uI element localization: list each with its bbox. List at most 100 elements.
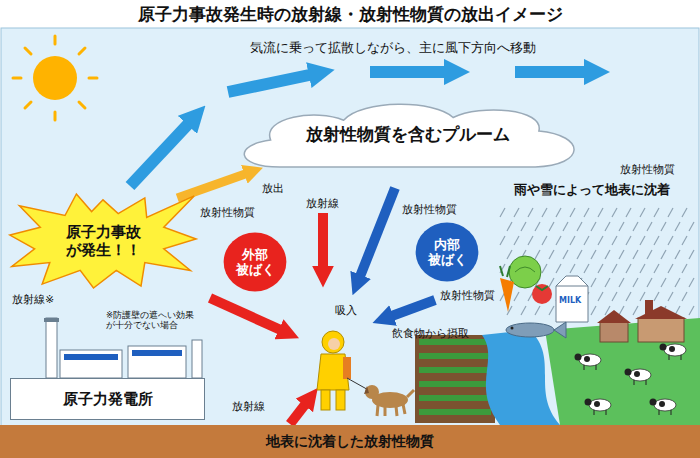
dog <box>364 385 414 416</box>
rain-streak <box>675 250 680 259</box>
radiation-label: 放射線 <box>306 197 339 210</box>
ground-band: 地表に沈着した放射性物質 <box>0 425 700 458</box>
rain-streak <box>577 222 582 231</box>
plume-cloud: 放射性物質を含むプルーム <box>225 95 590 185</box>
rain-streak <box>591 278 596 287</box>
vegetables <box>500 256 552 312</box>
rain-streak <box>654 208 659 217</box>
cow-part <box>659 410 660 415</box>
rain-streak <box>535 222 540 231</box>
fish <box>506 322 566 338</box>
rain-streak <box>647 250 652 259</box>
node-text: 地表に沈着した放射性物質 <box>266 433 434 450</box>
sun-part-part <box>79 48 85 54</box>
rain-streak <box>633 222 638 231</box>
rain-streak <box>661 222 666 231</box>
farm-grass-part <box>635 306 687 319</box>
rain-streak <box>535 306 540 315</box>
rain-streak <box>542 236 547 245</box>
shield-note: ※防護壁の遮へい効果 が十分でない場合 <box>106 310 204 330</box>
cow-part <box>669 346 675 352</box>
rain-streak <box>535 250 540 259</box>
power-plant-buildings-part <box>192 340 202 378</box>
radiation-label: 放射線※ <box>12 293 54 306</box>
cow-part <box>659 401 665 407</box>
circle-shape <box>224 233 287 292</box>
power-plant-box: 原子力発電所 <box>10 378 205 420</box>
cow-part <box>650 399 657 406</box>
rain-streak <box>682 264 687 273</box>
rain-streak <box>675 278 680 287</box>
farmland-part <box>419 339 491 415</box>
node-text: 放射性物質を含むプルーム <box>306 124 510 144</box>
rain-streak <box>605 278 610 287</box>
wind-arrows-part <box>130 121 191 186</box>
milk-label: MILK <box>559 296 581 306</box>
sun <box>13 36 97 120</box>
wind-arrows-part <box>370 66 449 78</box>
cow-part <box>669 355 670 360</box>
node-text: 外部 被ばく <box>228 247 282 277</box>
person-part <box>336 390 345 410</box>
rain-streak <box>689 222 694 231</box>
cow-part <box>594 401 600 407</box>
person-part <box>328 338 340 350</box>
rain-streak <box>605 250 610 259</box>
fish-part <box>506 323 554 337</box>
cow-part <box>579 354 601 366</box>
cow <box>625 369 652 386</box>
external-exposure-circle: 外部 被ばく <box>223 232 287 292</box>
farm-grass-part <box>597 310 631 323</box>
rain-streak <box>689 306 694 315</box>
farm-grass-part <box>545 318 700 425</box>
rain <box>500 208 694 315</box>
rain-streak <box>626 264 631 273</box>
rain-streak <box>598 292 603 301</box>
rain-streak <box>521 306 526 315</box>
rain-streak <box>577 250 582 259</box>
rain-streak <box>549 278 554 287</box>
wind-arrows-part <box>515 66 589 78</box>
fish-part <box>511 327 514 330</box>
rain-streak <box>549 306 554 315</box>
rain-streak <box>598 208 603 217</box>
rain-streak <box>675 222 680 231</box>
farm-grass-part <box>638 318 684 342</box>
rain-streak <box>668 236 673 245</box>
crop-row <box>419 395 491 401</box>
rain-streak <box>619 278 624 287</box>
sun-part-part <box>89 77 97 80</box>
node-text: 原子力事故 が発生！！ <box>48 223 158 259</box>
substance-label: 放射性物質 <box>620 163 675 176</box>
rain-streak <box>612 208 617 217</box>
farm-grass-part <box>600 322 628 342</box>
wind-arrows-part <box>228 74 314 92</box>
power-plant-buildings-part <box>128 346 186 378</box>
person-part <box>321 390 330 410</box>
cow <box>575 354 602 371</box>
rain-streak <box>626 208 631 217</box>
cow <box>660 344 687 361</box>
sun-part <box>13 36 97 120</box>
node-text: 内部 被ばく <box>420 237 474 267</box>
crop-row <box>419 367 491 373</box>
person-part <box>343 357 351 379</box>
rain-streak <box>563 222 568 231</box>
node-text: 原子力発電所 <box>63 390 153 408</box>
vegetables-part <box>536 286 548 290</box>
rain-streak <box>528 236 533 245</box>
dog-part-part <box>403 404 405 414</box>
rain-streak <box>633 278 638 287</box>
release-arrow <box>177 173 248 198</box>
radiation-arrows-part <box>389 300 435 317</box>
rain-streak <box>542 208 547 217</box>
rain-streak <box>500 208 505 217</box>
cow-part <box>664 344 686 356</box>
sun-part-part <box>54 112 57 120</box>
farmland-part <box>415 335 495 423</box>
cow-part <box>671 410 672 415</box>
cow-part <box>594 410 595 415</box>
river <box>482 330 560 425</box>
rain-streak <box>570 236 575 245</box>
radiation-arrows-part <box>359 188 395 279</box>
